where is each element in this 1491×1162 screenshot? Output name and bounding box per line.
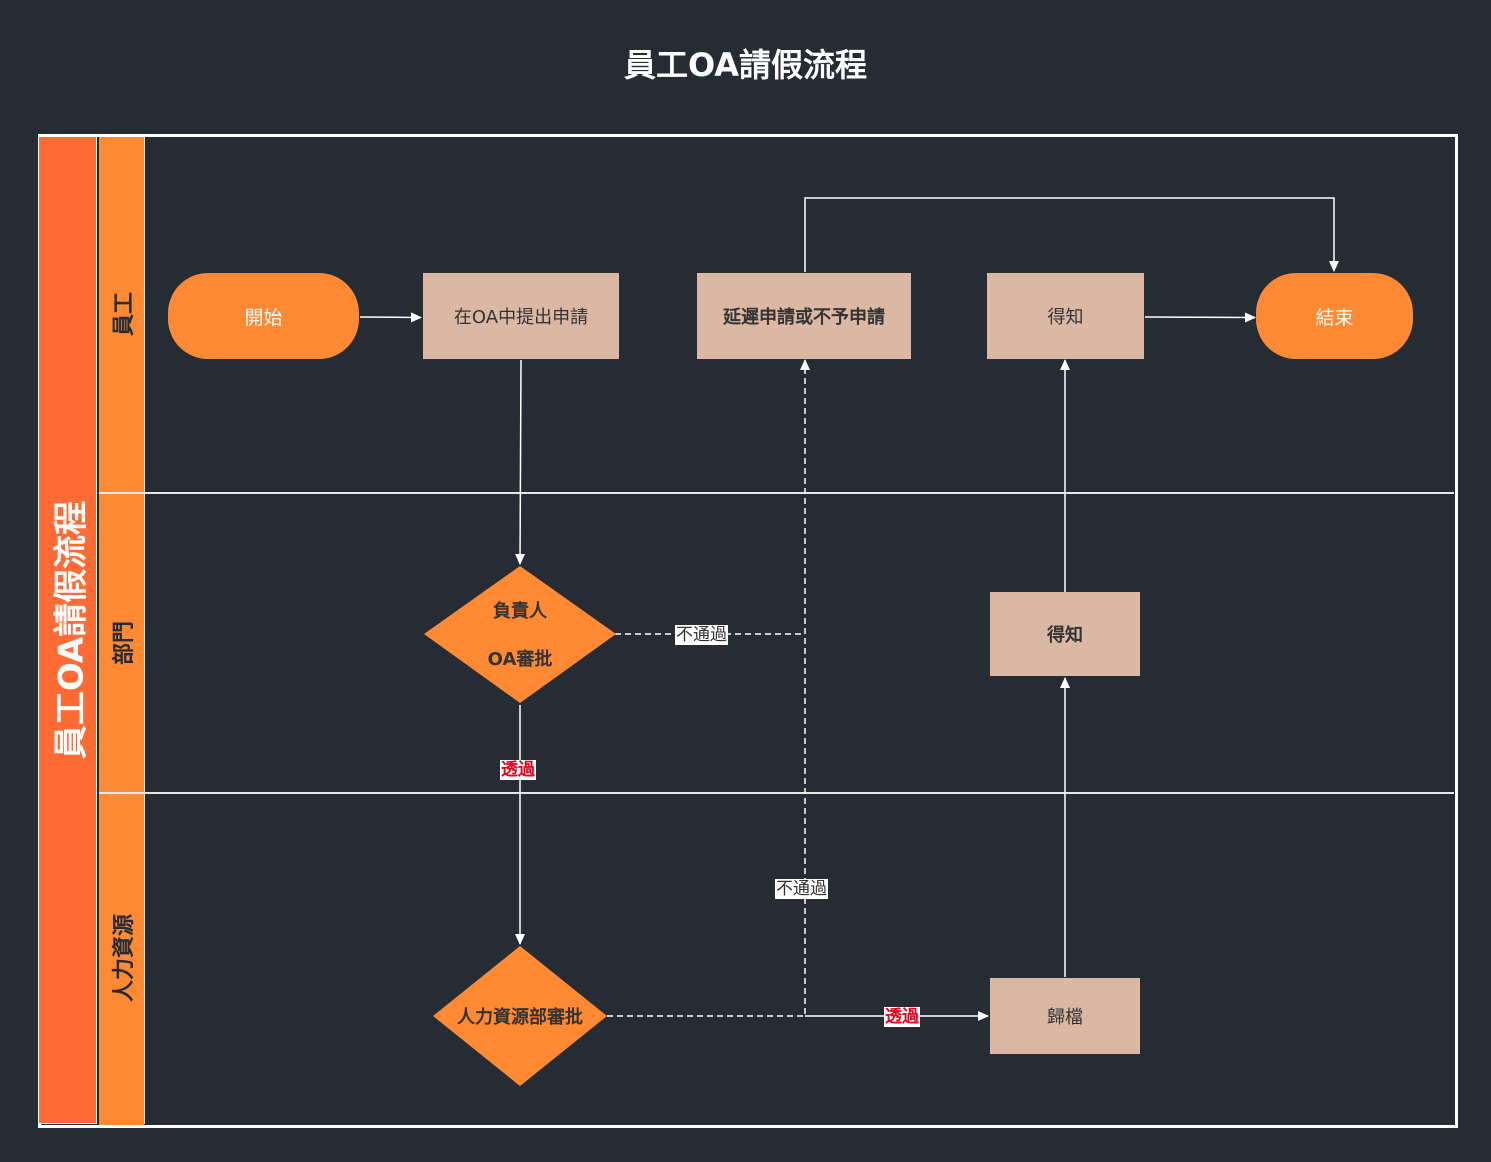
lane-header-employee	[99, 137, 144, 492]
notify-employee-node[interactable]: 得知	[987, 273, 1144, 359]
decision-dept-approval-shape	[424, 566, 616, 703]
decision-hr-approval-shape	[433, 946, 607, 1086]
submit-request-node[interactable]: 在OA中提出申請	[423, 273, 619, 359]
edge-submit-to-dept-approval	[515, 359, 526, 565]
delay-or-deny-label: 延遲申請或不予申請	[723, 307, 885, 328]
edge-delay-to-end	[804, 197, 1339, 272]
lane-separator-vertical	[144, 136, 145, 1124]
dept-approval-label-line1: 負責人	[493, 601, 547, 622]
edge-label-hr-pass: 透過	[884, 1007, 920, 1027]
archive-label: 歸檔	[1047, 1007, 1083, 1028]
end-node-label: 結束	[1315, 306, 1354, 329]
edge-start-to-submit	[359, 312, 422, 323]
archive-node[interactable]: 歸檔	[990, 978, 1140, 1054]
edge-notify-employee-to-end	[1144, 312, 1256, 323]
edge-label-dept-reject: 不通過	[675, 625, 728, 645]
decision-dept-approval[interactable]: 負責人 OA審批	[430, 586, 610, 682]
delay-or-deny-node[interactable]: 延遲申請或不予申請	[697, 273, 911, 359]
lane-divider-1	[99, 492, 1454, 494]
notify-dept-label: 得知	[1047, 625, 1083, 646]
start-node[interactable]: 開始	[168, 273, 359, 359]
edge-label-dept-pass: 透過	[500, 760, 536, 780]
start-node-label: 開始	[244, 306, 283, 329]
lane-header-hr	[99, 794, 144, 1125]
dept-approval-label-line2: OA審批	[487, 649, 553, 670]
edge-label-hr-reject: 不通過	[775, 879, 828, 899]
notify-employee-label: 得知	[1047, 307, 1084, 328]
lane-divider-2	[99, 792, 1454, 794]
submit-request-label: 在OA中提出申請	[453, 307, 589, 328]
page-title: 員工OA請假流程	[623, 46, 868, 84]
end-node[interactable]: 結束	[1256, 273, 1413, 359]
hr-approval-label: 人力資源部審批	[457, 1007, 583, 1028]
edge-hr-reject	[607, 359, 810, 1017]
notify-dept-node[interactable]: 得知	[990, 592, 1140, 676]
pool-header	[38, 136, 97, 1124]
decision-hr-approval[interactable]: 人力資源部審批	[440, 996, 600, 1036]
lane-header-department	[99, 494, 144, 792]
